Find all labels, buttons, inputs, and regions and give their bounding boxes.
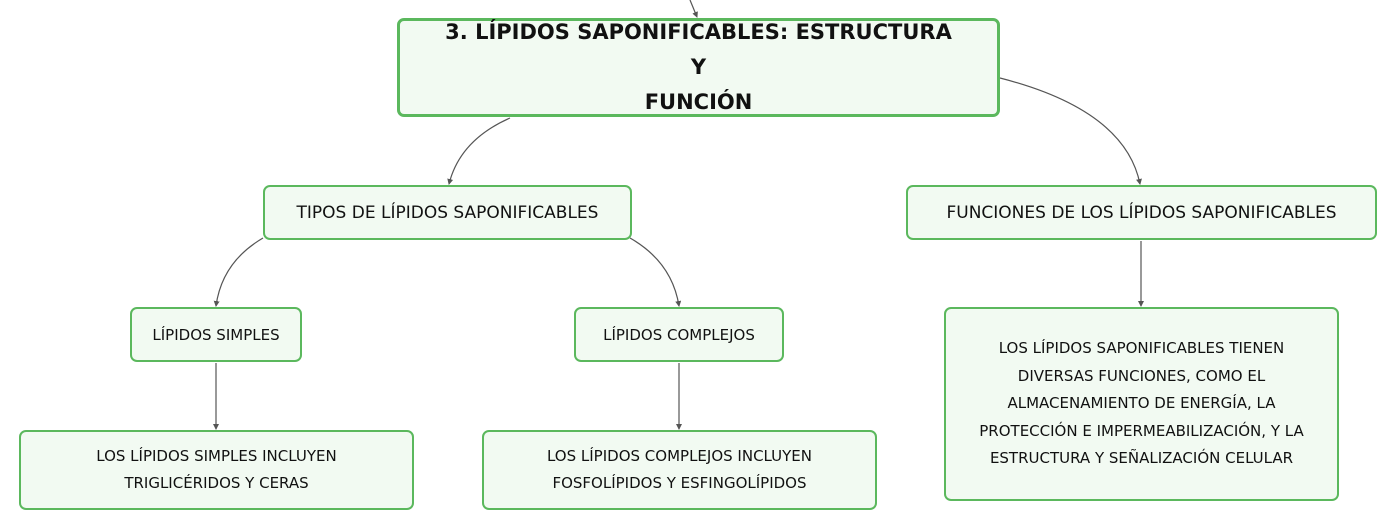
connector-root-to-funciones bbox=[999, 77, 1142, 185]
node-tipos-de-lipidos[interactable]: TIPOS DE LÍPIDOS SAPONIFICABLES bbox=[263, 185, 632, 240]
node-complejos-label: LÍPIDOS COMPLEJOS bbox=[603, 325, 755, 344]
node-funciones-label: FUNCIONES DE LOS LÍPIDOS SAPONIFICABLES bbox=[946, 202, 1337, 223]
connector-tipos-to-simples bbox=[213, 237, 264, 307]
node-complejos-detail[interactable]: LOS LÍPIDOS COMPLEJOS INCLUYEN FOSFOLÍPI… bbox=[482, 430, 877, 510]
root-node-label-line1: 3. LÍPIDOS SAPONIFICABLES: ESTRUCTURA Y bbox=[445, 20, 952, 79]
root-node-lipidos-saponificables[interactable]: 3. LÍPIDOS SAPONIFICABLES: ESTRUCTURA Y … bbox=[397, 18, 1000, 117]
connector-root-to-tipos bbox=[447, 117, 511, 185]
node-simples-detail[interactable]: LOS LÍPIDOS SIMPLES INCLUYEN TRIGLICÉRID… bbox=[19, 430, 414, 510]
node-lipidos-simples[interactable]: LÍPIDOS SIMPLES bbox=[130, 307, 302, 362]
node-funciones-de-lipidos[interactable]: FUNCIONES DE LOS LÍPIDOS SAPONIFICABLES bbox=[906, 185, 1377, 240]
funciones-detail-line2: DIVERSAS FUNCIONES, COMO EL bbox=[1017, 366, 1266, 385]
simples-detail-line2: TRIGLICÉRIDOS Y CERAS bbox=[124, 474, 309, 492]
node-tipos-label: TIPOS DE LÍPIDOS SAPONIFICABLES bbox=[296, 202, 599, 223]
funciones-detail-line1: LOS LÍPIDOS SAPONIFICABLES TIENEN bbox=[998, 339, 1285, 358]
node-simples-label: LÍPIDOS SIMPLES bbox=[152, 325, 280, 344]
complejos-detail-line1: LOS LÍPIDOS COMPLEJOS INCLUYEN bbox=[546, 447, 812, 465]
node-funciones-detail[interactable]: LOS LÍPIDOS SAPONIFICABLES TIENEN DIVERS… bbox=[944, 307, 1339, 501]
funciones-detail-line4: PROTECCIÓN E IMPERMEABILIZACIÓN, Y LA bbox=[979, 421, 1304, 440]
root-node-label-line2: FUNCIÓN bbox=[644, 90, 753, 114]
node-lipidos-complejos[interactable]: LÍPIDOS COMPLEJOS bbox=[574, 307, 784, 362]
complejos-detail-line2: FOSFOLÍPIDOS Y ESFINGOLÍPIDOS bbox=[552, 474, 807, 492]
connector-tipos-to-complejos bbox=[629, 237, 682, 307]
funciones-detail-line3: ALMACENAMIENTO DE ENERGÍA, LA bbox=[1007, 394, 1276, 413]
funciones-detail-line5: ESTRUCTURA Y SEÑALIZACIÓN CELULAR bbox=[989, 449, 1294, 468]
simples-detail-line1: LOS LÍPIDOS SIMPLES INCLUYEN bbox=[96, 447, 337, 465]
